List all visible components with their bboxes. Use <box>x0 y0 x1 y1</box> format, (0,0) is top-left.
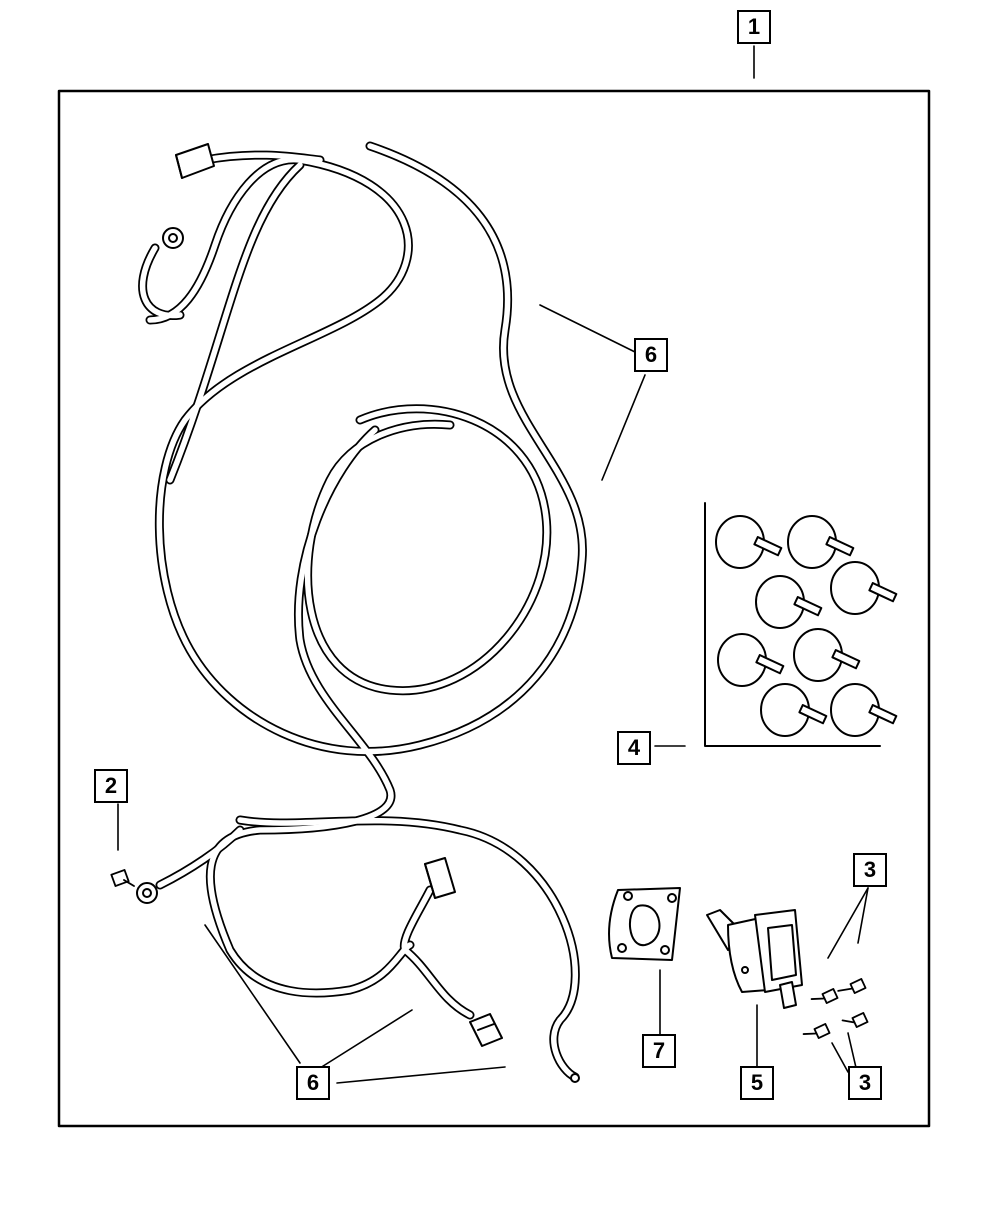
callout-connector-socket: 5 <box>740 1066 774 1100</box>
callout-ground-screw: 2 <box>94 769 128 803</box>
mounting-bracket <box>608 887 681 961</box>
callout-harness-bottom: 6 <box>296 1066 330 1100</box>
callout-harness-top: 6 <box>634 338 668 372</box>
callout-mounting-bracket: 7 <box>642 1034 676 1068</box>
connector-socket <box>706 909 803 1009</box>
screws <box>802 978 869 1039</box>
callout-tie-straps: 4 <box>617 731 651 765</box>
kit-frame <box>57 89 931 1128</box>
callout-screws-bottom: 3 <box>848 1066 882 1100</box>
tie-straps-group <box>704 502 898 747</box>
leader-lines <box>117 45 869 1084</box>
ground-screw <box>110 869 135 887</box>
callout-screws-top: 3 <box>853 853 887 887</box>
callout-kit: 1 <box>737 10 771 44</box>
wire-harness <box>136 141 587 1083</box>
